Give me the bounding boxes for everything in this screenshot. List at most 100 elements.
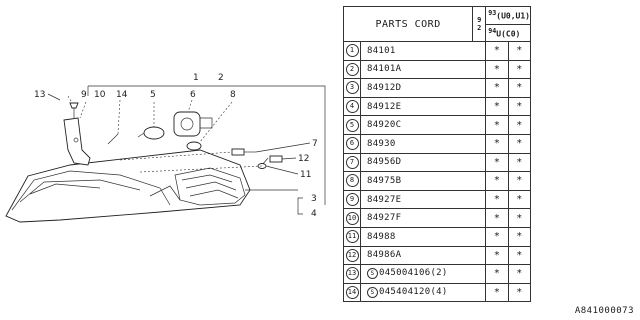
- screw-14: [107, 133, 119, 145]
- leader-6: [187, 99, 193, 113]
- row-number-circle: 14: [345, 286, 359, 300]
- part-number-text: 84101A: [367, 64, 402, 75]
- socket-12: [257, 155, 283, 169]
- applicability-mark: *: [507, 115, 532, 135]
- leader-9: [79, 101, 87, 119]
- applicability-mark: *: [507, 152, 532, 173]
- callout-1: 1: [193, 73, 199, 83]
- part-number-text: 045404120: [379, 287, 431, 298]
- model-header-1: 93(U0,U1): [485, 6, 531, 25]
- part-number: 84986A: [359, 245, 487, 266]
- leader-13: [67, 95, 73, 104]
- applicability-mark: *: [507, 282, 532, 303]
- applicability-mark: *: [485, 115, 509, 135]
- headlamp-housing: [5, 149, 251, 223]
- row-number: 12: [343, 245, 361, 266]
- row-number: 11: [343, 226, 361, 247]
- part-number-text: 84975B: [367, 175, 402, 186]
- part-number: 84912D: [359, 78, 487, 98]
- callout-4: 4: [311, 209, 317, 219]
- row-number-circle: 6: [345, 137, 359, 151]
- part-number-text: 84927E: [367, 194, 402, 205]
- leader-socket-2: [139, 165, 263, 173]
- callout-10: 10: [94, 90, 106, 100]
- assembly-bracket-line: [88, 85, 326, 205]
- callout-9: 9: [81, 90, 87, 100]
- callout-12: 12: [298, 154, 309, 164]
- part-number: 84101: [359, 41, 487, 61]
- applicability-mark: *: [485, 264, 509, 284]
- row-number: 10: [343, 208, 361, 228]
- part-number: 84930: [359, 133, 487, 154]
- figure-code: A841000073: [574, 306, 634, 316]
- callout-8: 8: [230, 90, 236, 100]
- row-number-circle: 4: [345, 100, 359, 114]
- applicability-mark: *: [485, 208, 509, 228]
- row-number: 7: [343, 152, 361, 173]
- part-number: 84975B: [359, 171, 487, 191]
- row-number-circle: 13: [345, 267, 359, 281]
- part-number-text: 84956D: [367, 157, 402, 168]
- part-number: 84956D: [359, 152, 487, 173]
- leader-11: [265, 165, 299, 175]
- row-number: 9: [343, 189, 361, 210]
- applicability-mark: *: [507, 78, 532, 98]
- part-number-text: 84988: [367, 231, 396, 242]
- callout-2: 2: [218, 73, 224, 83]
- part-number-text: 84920C: [367, 120, 402, 131]
- standard-part-mark: S: [367, 287, 378, 299]
- callout-7: 7: [312, 139, 318, 149]
- applicability-mark: *: [507, 133, 532, 154]
- applicability-mark: *: [507, 208, 532, 228]
- parts-cord-header: PARTS CORD: [342, 6, 474, 42]
- row-number: 8: [343, 171, 361, 191]
- callout-11: 11: [300, 170, 311, 180]
- leader-12: [281, 157, 297, 160]
- row-number-circle: 5: [345, 118, 359, 132]
- row-number-circle: 12: [345, 248, 359, 262]
- row-number: 13: [343, 264, 361, 284]
- part-quantity: (4): [430, 287, 448, 298]
- callout-5: 5: [150, 90, 156, 100]
- part-number: 84988: [359, 226, 487, 247]
- part-number-text: 045004106: [379, 268, 431, 279]
- mounting-bracket: [63, 117, 91, 166]
- part-number-text: 84912E: [367, 101, 402, 112]
- row-number-circle: 9: [345, 193, 359, 207]
- applicability-mark: *: [485, 171, 509, 191]
- part-number-text: 84986A: [367, 250, 402, 261]
- standard-part-mark: S: [367, 268, 378, 280]
- applicability-mark: *: [485, 133, 509, 154]
- applicability-mark: *: [507, 59, 532, 80]
- part-number: 84920C: [359, 115, 487, 135]
- applicability-mark: *: [485, 78, 509, 98]
- row-number: 4: [343, 96, 361, 117]
- row-number: 1: [343, 41, 361, 61]
- exploded-parts-diagram: 1 2 3 4 5 6 7 8 9 10 11 12 13 14: [5, 73, 326, 223]
- callout-6: 6: [190, 90, 196, 100]
- part-number: 84927F: [359, 208, 487, 228]
- applicability-mark: *: [485, 245, 509, 266]
- applicability-mark: *: [507, 96, 532, 117]
- group-bracket-3-4: [297, 197, 303, 215]
- callout-14: 14: [116, 90, 128, 100]
- socket-7: [231, 148, 256, 156]
- part-quantity: (2): [430, 268, 448, 279]
- applicability-mark: *: [507, 189, 532, 210]
- table-row: 5 84920C **: [343, 115, 532, 135]
